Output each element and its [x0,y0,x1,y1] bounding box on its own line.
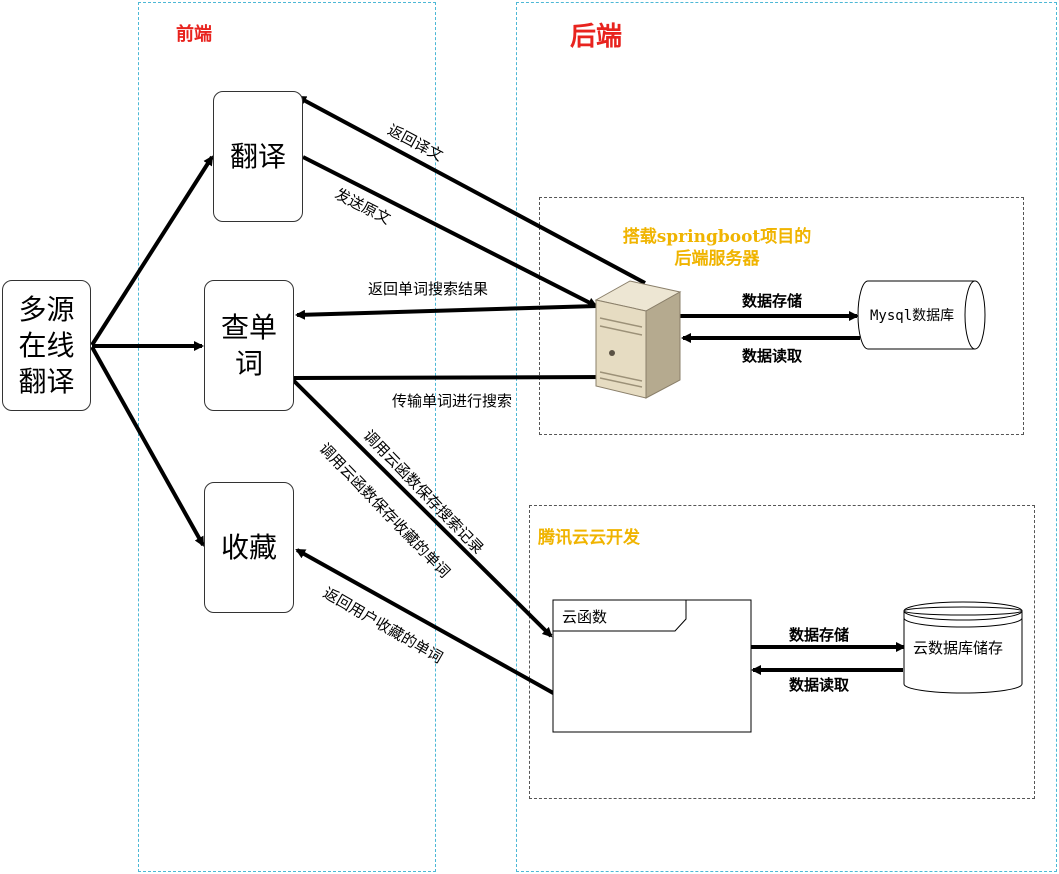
arrow-cloud-save [291,378,553,638]
arrow-send-source-text [302,155,598,308]
label-cloud-read: 数据读取 [789,676,850,694]
cloud-group-title: 腾讯云云开发 [538,528,640,548]
arrow-source-to-favorite [90,346,205,547]
cloud-function-label: 云函数 [562,608,608,626]
label-send-word-search: 传输单词进行搜索 [392,392,513,410]
source-line-2: 在线 [18,328,75,362]
server-group-title: 搭载springboot项目的 后端服务器 [602,226,832,270]
lookup-line-1: 查单 [220,310,277,344]
cloud-group [529,505,1035,799]
server-group [539,197,1024,435]
arrow-send-word-search [292,372,613,383]
label-mysql-store: 数据存储 [742,292,803,310]
source-line-1: 多源 [18,292,75,326]
arrow-return-search-result [295,304,598,320]
server-group-title-line-1: 搭载springboot项目的 [622,227,812,247]
label-return-search-result: 返回单词搜索结果 [368,280,489,298]
frontend-title: 前端 [176,24,212,45]
lookup-line-2: 词 [234,346,263,380]
lookup-node: 查单 词 [204,280,294,411]
server-group-title-line-2: 后端服务器 [674,249,760,269]
cloud-db-shape [903,601,1023,694]
backend-title: 后端 [570,22,623,52]
cloud-db-label: 云数据库储存 [913,639,1004,657]
backend-zone [516,2,1057,872]
cloud-function-shape [552,599,752,733]
arrow-source-to-translate [90,155,214,347]
frontend-zone [138,2,436,872]
server-icon [594,280,682,399]
label-mysql-read: 数据读取 [742,347,803,365]
label-cloud-store: 数据存储 [789,626,850,644]
arrow-return-favorites [295,548,556,696]
arrow-return-translation [296,95,646,285]
mysql-db-label: Mysql数据库 [870,308,955,324]
mysql-db-shape [857,280,986,350]
favorite-node: 收藏 [204,482,294,613]
source-line-3: 翻译 [18,364,75,398]
translate-node: 翻译 [213,91,303,222]
source-node: 多源 在线 翻译 [2,280,91,411]
